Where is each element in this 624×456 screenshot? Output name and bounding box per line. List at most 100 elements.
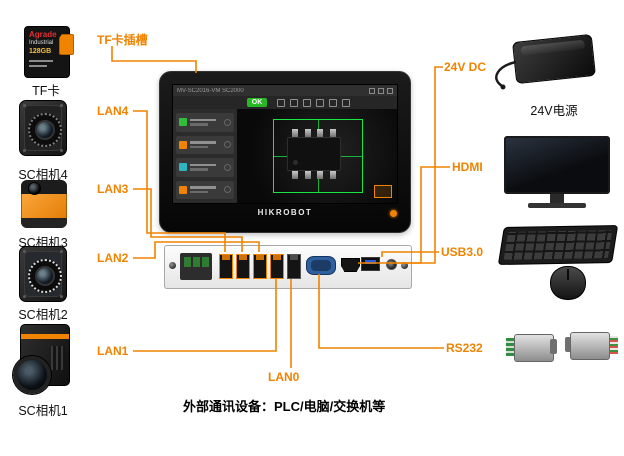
lan1-port [270,254,284,279]
label-usb3: USB3.0 [441,245,484,259]
mouse-image [550,266,586,300]
label-lan0: LAN0 [268,370,300,384]
camera-1-image [13,324,74,394]
power-led-icon [390,210,397,217]
serial-wires [506,338,514,356]
lan0-port [287,254,301,279]
label-lan4: LAN4 [97,104,129,118]
rs232-port [306,256,336,275]
lan2-port [253,254,267,279]
serial-shell [570,332,610,360]
panel-screw-icon [169,262,176,269]
module-toggle-icon [224,118,231,126]
lan3-port [236,254,250,279]
module-sidebar [173,109,237,203]
monitor-stand [550,194,564,203]
module-icon [179,163,187,172]
chip-body [287,137,341,171]
label-hdmi: HDMI [452,160,483,174]
device-screen: MV-SC2016-VM SC2000 OK [172,84,398,204]
result-box [374,185,392,198]
camera-band [21,218,67,228]
close-icon [387,87,393,94]
module-toggle-icon [224,141,231,149]
tool-icon [277,98,285,107]
vision-controller-device: MV-SC2016-VM SC2000 OK [159,71,411,233]
module-icon [179,140,187,149]
camera-lens-icon [35,120,55,140]
hdmi-port [341,258,360,272]
module-icon [179,185,187,194]
module-icon [179,118,187,127]
adapter-cord [495,60,517,88]
brand-logo: HIKROBOT [257,208,313,217]
inspection-image-area [237,109,397,203]
camera-brand-stripe [21,334,69,339]
camera-vents [51,346,65,370]
wire-lan1 [133,279,277,352]
serial-wires [610,336,618,354]
module-card [176,113,234,132]
tool-icon [290,98,298,107]
chip-graphic [287,129,341,179]
label-24vdc: 24V DC [444,60,487,74]
lan4-port [219,254,233,279]
dc-jack-port [386,259,397,270]
maximize-icon [378,87,384,94]
camera-1-label: SC相机1 [18,404,68,418]
screen-toolbar-icons [277,98,350,107]
adapter-plug-icon [500,84,506,90]
keyboard-image [497,225,619,265]
tf-card-brand: Agrade [29,30,57,39]
label-lan2: LAN2 [97,251,129,265]
label-rs232: RS232 [446,341,483,355]
module-card [176,135,234,154]
monitor-screen [504,136,610,194]
tf-card-textline [29,65,47,67]
usb3-port [361,257,380,271]
module-card [176,158,234,177]
chip-pin1-marker [293,160,298,165]
tf-card-image: Agrade Industrial 128GB [24,26,74,78]
status-ok-badge: OK [247,98,267,107]
module-card [176,180,234,199]
serial-shell [514,334,554,362]
camera-4-label: SC相机4 [18,168,68,182]
camera-lens-icon [35,266,55,286]
wire-tf-slot [111,46,197,73]
power-terminal-port [180,253,212,280]
tf-card-textline [29,60,53,62]
tool-icon [316,98,324,107]
label-tf-slot: TF卡插槽 [97,33,148,47]
serial-connectors-image [506,324,618,374]
tf-card-capacity: 128GB [29,48,52,55]
tool-icon [342,98,350,107]
power-adapter-image [512,33,596,85]
microsd-card-icon [59,34,74,55]
camera-lens-icon [28,182,41,195]
keyboard-keys [503,230,613,260]
camera-3-image [21,180,67,228]
screen-title: MV-SC2016-VM SC2000 [177,87,244,94]
label-lan3: LAN3 [97,182,129,196]
serial-face [565,337,572,352]
camera-4-image [19,100,67,156]
screen-toolbar: OK [173,96,397,109]
tf-card-label: TF卡 [32,84,60,98]
camera-2-image [19,246,67,302]
power-supply-label: 24V电源 [530,104,578,118]
tool-icon [303,98,311,107]
label-lan1: LAN1 [97,344,129,358]
tf-card-series: Industrial [29,40,54,46]
camera-lens-icon [13,356,51,394]
tool-icon [329,98,337,107]
monitor-image [504,136,610,216]
monitor-base [528,203,586,208]
panel-screw-icon [401,262,408,269]
camera-2-label: SC相机2 [18,308,68,322]
ports-panel [164,245,412,289]
serial-face [550,339,557,354]
minimize-icon [369,87,375,94]
footer-note: 外部通讯设备：PLC/电脑/交换机等 [183,399,386,414]
